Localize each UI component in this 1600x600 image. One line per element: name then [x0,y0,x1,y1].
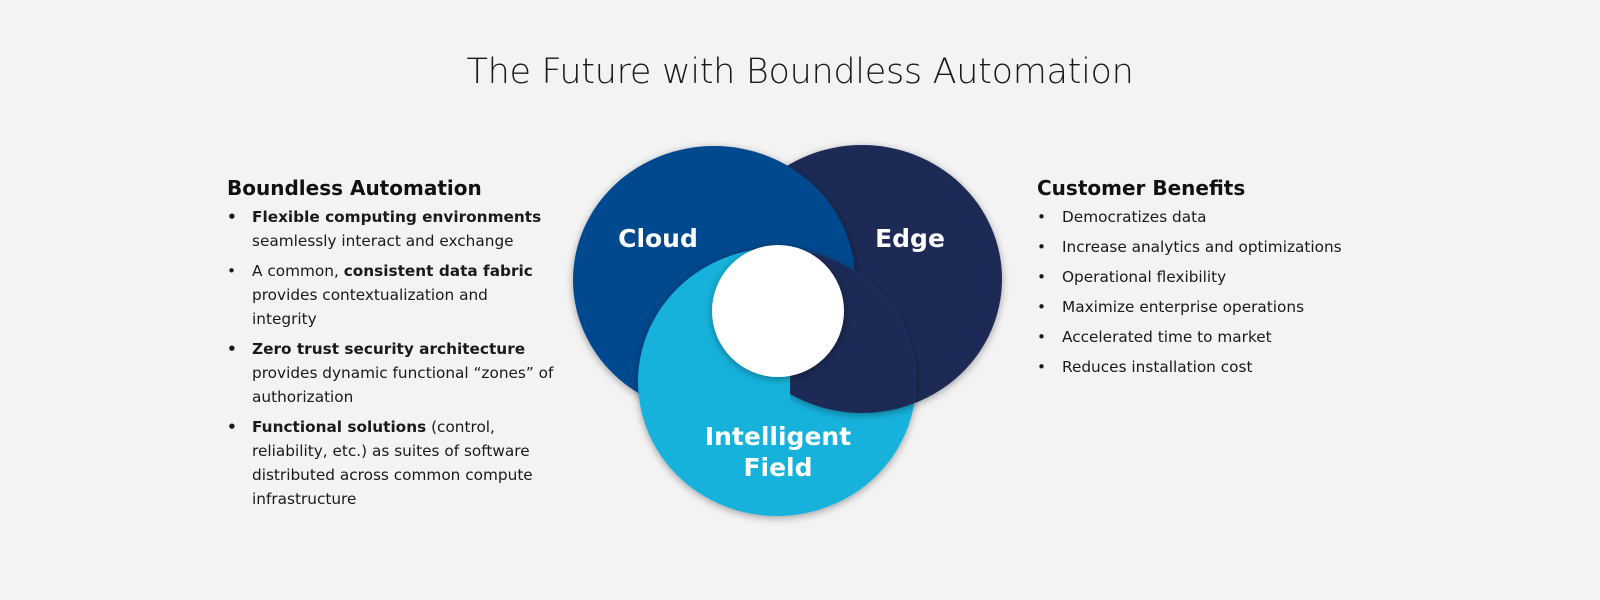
item-text: seamlessly interact and exchange [252,232,514,250]
benefit-item: • Increase analytics and optimizations [1037,235,1397,259]
benefit-item: • Democratizes data [1037,205,1397,229]
page-title: The Future with Boundless Automation [466,52,1134,92]
benefit-text: Maximize enterprise operations [1062,298,1305,316]
item-bold-text: Flexible computing environments [252,208,542,226]
field-label-line1: Intelligent [705,422,851,451]
benefit-item: • Operational flexibility [1037,265,1397,289]
feature-item: • Zero trust security architecture provid… [227,337,557,409]
bullet-icon: • [1037,208,1047,226]
benefit-item: • Accelerated time to market [1037,325,1397,349]
item-bold-text: Zero trust security architecture [252,340,526,358]
item-text: provides dynamic functional “zones” of a… [252,364,554,406]
benefit-text: Reduces installation cost [1062,358,1253,376]
feature-item: • Functional solutions (control, reliabil… [227,415,557,511]
panel-heading: Customer Benefits [1037,176,1246,200]
bullet-icon: • [227,208,237,226]
benefit-text: Increase analytics and optimizations [1062,238,1342,256]
bullet-icon: • [1037,238,1047,256]
benefit-text: Democratizes data [1062,208,1207,226]
edge-label: Edge [875,224,945,253]
bullet-icon: • [227,418,237,436]
bullet-icon: • [1037,298,1047,316]
feature-item: • A common, consistent data fabric provid… [227,259,557,331]
item-bold-text: Functional solutions [252,418,427,436]
center-label-line1: Boundless [724,287,831,308]
item-text: (control, reliability, etc.) as suites o… [252,418,533,508]
field-label-line2: Field [743,453,812,482]
benefits-list: • Democratizes data • Increase analytics an… [1037,205,1397,379]
benefit-text: Accelerated time to market [1062,328,1272,346]
center-label-line2: Automation [717,311,839,332]
item-text: A common, [252,262,344,280]
feature-item: • Flexible computing environments seamles… [227,205,557,253]
bullet-icon: • [227,262,237,280]
benefit-item: • Reduces installation cost [1037,355,1397,379]
benefit-text: Operational flexibility [1062,268,1227,286]
panel-heading: Boundless Automation [227,176,482,200]
item-bold-text: consistent data fabric [343,262,533,280]
center-circle [712,245,844,377]
cloud-label: Cloud [618,224,698,253]
boundless-automation-panel: Boundless Automation • Flexible computing… [227,176,557,517]
item-text: provides contextualization and integrity [252,286,488,328]
customer-benefits-panel: Customer Benefits • Democratizes data • Inc… [1037,176,1397,385]
bullet-icon: • [1037,328,1047,346]
feature-list: • Flexible computing environments seamles… [227,205,557,511]
benefit-item: • Maximize enterprise operations [1037,295,1397,319]
bullet-icon: • [1037,358,1047,376]
bullet-icon: • [1037,268,1047,286]
bullet-icon: • [227,340,237,358]
